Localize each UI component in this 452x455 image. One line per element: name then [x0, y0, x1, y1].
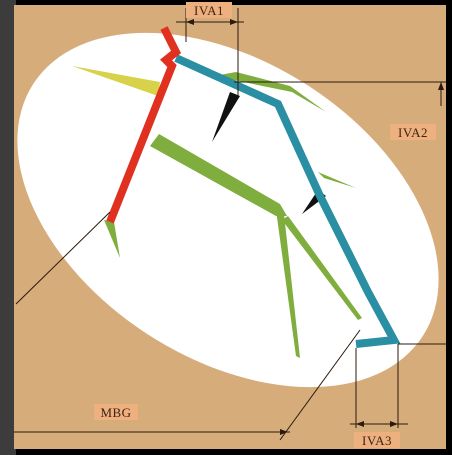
shadow-wedge-1: [212, 92, 240, 142]
red-artery: [106, 26, 182, 224]
green-small-branch: [318, 172, 356, 188]
label-iva3-bg: [354, 432, 400, 448]
label-iva2-bg: [390, 124, 436, 140]
arrowhead-iva3-right: [390, 421, 398, 427]
label-mbg-group: MBG: [94, 404, 138, 420]
label-iva3-group: IVA3: [354, 432, 400, 448]
arrowhead-iva3-left: [356, 421, 364, 427]
arrowhead-mbg: [280, 429, 288, 435]
leader-lines: [14, 8, 446, 441]
label-iva1: IVA1: [194, 3, 224, 18]
arrowhead-iva2: [438, 82, 444, 90]
arrowhead-iva1-right: [230, 19, 238, 25]
green-right-branch: [282, 216, 362, 320]
green-lower-branch: [276, 210, 300, 358]
arrowhead-iva1-left: [186, 19, 194, 25]
label-mbg-bg: [94, 404, 138, 420]
label-iva1-group: IVA1: [186, 2, 232, 18]
green-red-tip: [104, 220, 120, 258]
label-iva1-bg: [186, 2, 232, 18]
left-dark-strip: [0, 0, 16, 455]
yellow-branch: [72, 66, 160, 96]
label-iva2-group: IVA2: [390, 124, 436, 140]
label-iva3: IVA3: [362, 433, 392, 448]
label-iva2: IVA2: [398, 125, 428, 140]
blue-artery: [174, 54, 401, 348]
green-main-branch: [150, 134, 287, 216]
label-mbg: MBG: [100, 405, 131, 420]
